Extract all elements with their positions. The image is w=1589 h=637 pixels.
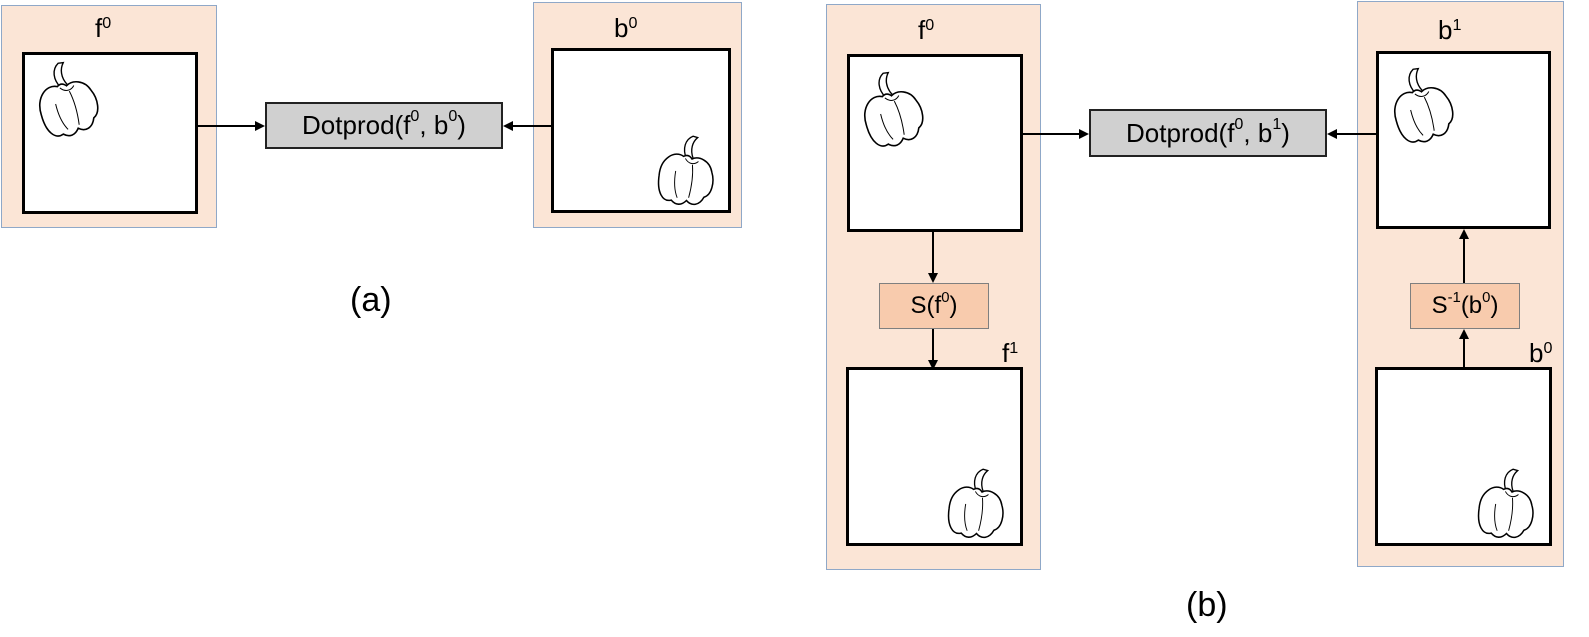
pepper-icon xyxy=(26,54,106,144)
frame-f1-b xyxy=(846,367,1023,546)
label-f0-b: f0 xyxy=(918,15,935,45)
pepper-icon xyxy=(945,465,1008,541)
pepper-icon xyxy=(655,132,718,208)
caption-b: (b) xyxy=(1186,586,1228,624)
label-b0-b: b0 xyxy=(1529,338,1553,368)
label-b1-b: b1 xyxy=(1438,15,1462,45)
caption-a: (a) xyxy=(350,281,392,319)
label-f1-b: f1 xyxy=(1002,338,1019,368)
label-b0-a: b0 xyxy=(614,13,638,43)
pepper-icon xyxy=(1381,60,1461,150)
pepper-icon xyxy=(1475,465,1538,541)
frame-b1-b xyxy=(1376,51,1551,229)
label-f0-a: f0 xyxy=(95,13,112,43)
pepper-icon xyxy=(851,64,931,154)
